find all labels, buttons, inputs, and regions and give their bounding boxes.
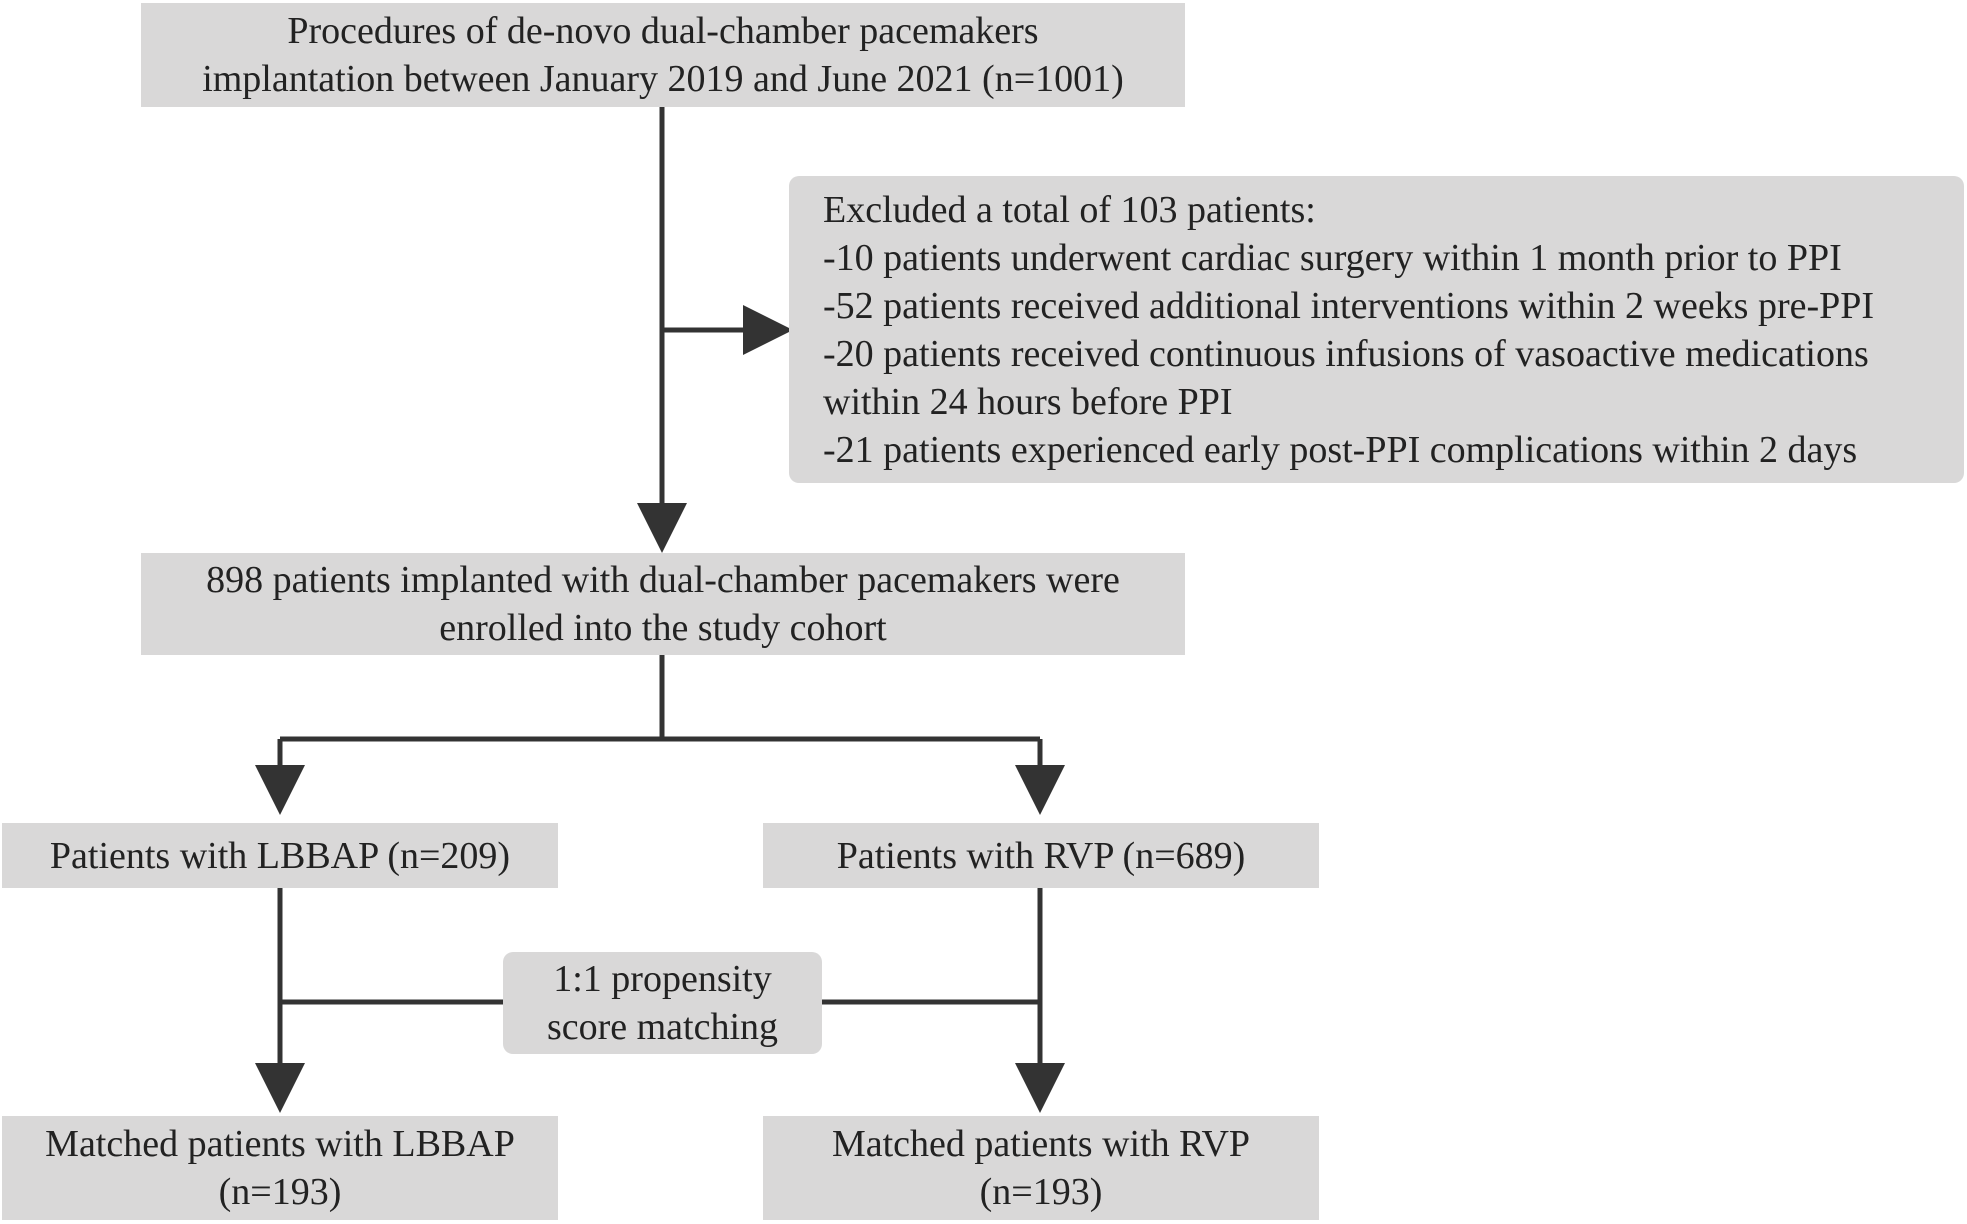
matched-lbbap-box-line-2: (n=193) [218,1171,342,1213]
excluded-box-item-4: -21 patients experienced early post-PPI … [823,428,1858,471]
enrolled-box: 898 patients implanted with dual-chamber… [141,553,1185,655]
matching-box-line-1: 1:1 propensity [553,958,772,1000]
matching-box: 1:1 propensity score matching [503,952,822,1054]
start-box-line-2: implantation between January 2019 and Ju… [202,58,1124,100]
start-box-line-1: Procedures of de-novo dual-chamber pacem… [287,10,1039,52]
matched-lbbap-box: Matched patients with LBBAP (n=193) [2,1116,558,1220]
matched-lbbap-box-line-1: Matched patients with LBBAP [45,1123,515,1165]
enrolled-box-line-1: 898 patients implanted with dual-chamber… [206,559,1120,601]
lbbap-box-label: Patients with LBBAP (n=209) [49,834,511,877]
excluded-box-item-1: -10 patients underwent cardiac surgery w… [823,236,1842,279]
excluded-box-item-3: -20 patients received continuous infusio… [823,332,1869,375]
excluded-box-item-2: -52 patients received additional interve… [823,284,1875,327]
rvp-box: Patients with RVP (n=689) [763,823,1319,888]
matched-rvp-box-line-1: Matched patients with RVP [831,1123,1251,1165]
matching-box-line-2: score matching [546,1006,779,1048]
start-box: Procedures of de-novo dual-chamber pacem… [141,3,1185,107]
excluded-box: Excluded a total of 103 patients: -10 pa… [789,176,1964,483]
excluded-box-item-3-cont: within 24 hours before PPI [823,380,1233,423]
enrolled-box-line-2: enrolled into the study cohort [439,607,887,649]
rvp-box-label: Patients with RVP (n=689) [836,834,1246,877]
excluded-box-heading: Excluded a total of 103 patients: [823,188,1316,231]
lbbap-box: Patients with LBBAP (n=209) [2,823,558,888]
matched-rvp-box-line-2: (n=193) [979,1171,1103,1213]
matched-rvp-box: Matched patients with RVP (n=193) [763,1116,1319,1220]
